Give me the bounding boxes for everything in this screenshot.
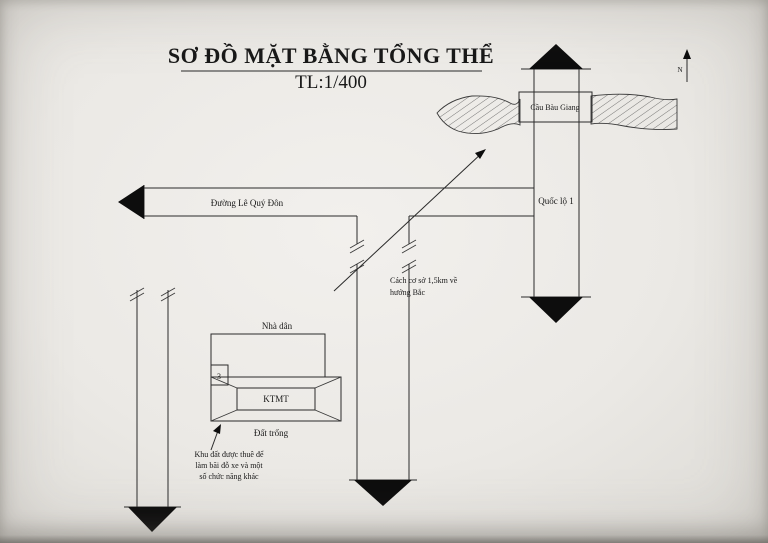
distance-annotation: Cách cơ sở 1,5km về hướng Bắc xyxy=(333,149,486,297)
road-direction-arrow-south xyxy=(128,507,177,532)
bridge-outline xyxy=(518,91,593,123)
north-label: N xyxy=(677,66,682,74)
leased-note-line2: làm bãi đỗ xe và một xyxy=(195,461,263,470)
facility-plot: Nhà dân 3 KTMT Đất trống xyxy=(210,321,342,438)
river-east-segment xyxy=(590,93,678,131)
building-roof-inner xyxy=(236,387,316,411)
road-le-quy-don: Đường Lê Quý Đôn xyxy=(118,185,534,219)
drawing-title-block: SƠ ĐỒ MẶT BẰNG TỔNG THỂ TL:1/400 xyxy=(168,43,494,93)
leased-note-line1: Khu đất được thuê để xyxy=(195,450,264,459)
break-marks xyxy=(349,239,417,254)
building-label-ktmt: KTMT xyxy=(263,394,289,404)
road-direction-arrow-south xyxy=(529,297,583,323)
road-direction-arrow-west xyxy=(118,185,144,219)
building-roof-hips xyxy=(210,376,342,422)
building-outline xyxy=(210,376,342,422)
plot-label-dat-trong: Đất trống xyxy=(254,428,289,438)
leader-arrowhead-icon xyxy=(213,424,221,434)
road-label-quoc-lo-1: Quốc lộ 1 xyxy=(538,196,574,206)
plot-number-box xyxy=(210,364,229,386)
bridge: Cầu Bàu Giang xyxy=(518,91,593,123)
road-left xyxy=(124,287,181,532)
scale-label: TL:1/400 xyxy=(295,72,367,93)
river-west-segment xyxy=(436,95,521,134)
break-marks xyxy=(129,287,176,302)
leader-arrowhead-icon xyxy=(475,149,486,159)
road-label-le-quy-don: Đường Lê Quý Đôn xyxy=(211,198,284,208)
road-middle-branch xyxy=(349,216,417,506)
road-quoc-lo-1: Quốc lộ 1 xyxy=(521,44,591,323)
leased-note-line3: số chức năng khác xyxy=(199,472,259,481)
bridge-label: Cầu Bàu Giang xyxy=(530,103,579,112)
distance-note-line1: Cách cơ sở 1,5km về xyxy=(390,276,458,285)
page-title: SƠ ĐỒ MẶT BẰNG TỔNG THỂ xyxy=(168,43,494,68)
north-indicator: N xyxy=(677,49,691,82)
leased-land-annotation: Khu đất được thuê để làm bãi đỗ xe và mộ… xyxy=(195,424,264,481)
distance-note-line2: hướng Bắc xyxy=(390,288,425,297)
river xyxy=(436,93,678,134)
plot-label-nha-dan: Nhà dân xyxy=(262,321,293,331)
road-direction-arrow-north xyxy=(529,44,583,69)
leader-line xyxy=(333,151,484,292)
road-direction-arrow-south xyxy=(354,480,412,506)
north-arrow-icon xyxy=(683,49,691,59)
